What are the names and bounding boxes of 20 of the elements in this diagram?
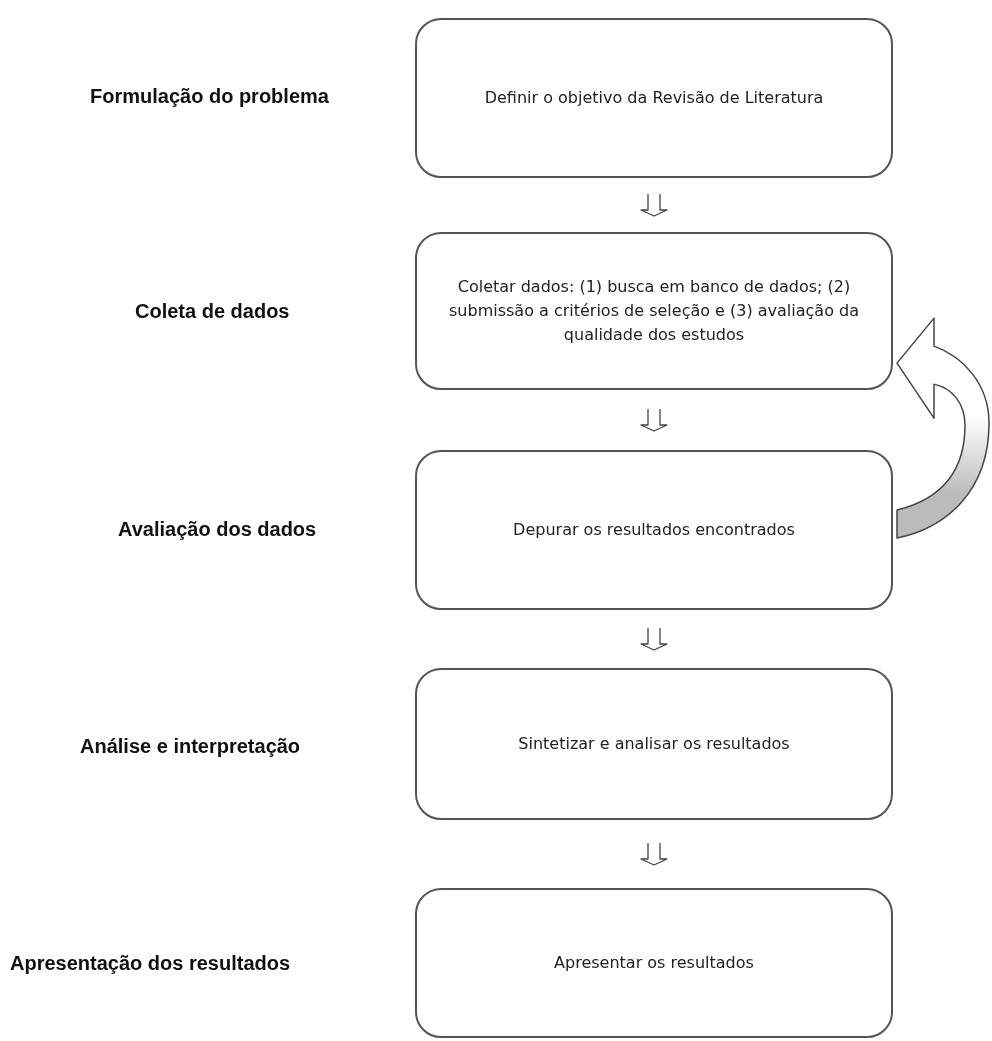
curved-block-arrow: [896, 317, 990, 539]
stage-label: Formulação do problema: [90, 85, 329, 108]
block-arrow: [640, 193, 668, 217]
block-arrow: [640, 408, 668, 432]
stage-label: Apresentação dos resultados: [10, 952, 291, 975]
step-text: Coletar dados: (1) busca em banco de dados; (2) submissão a critérios de seleção e (3) avaliação da qualidade dos estudos: [448, 276, 860, 346]
block-arrow: [640, 842, 668, 866]
step-text: Apresentar os resultados: [554, 952, 754, 974]
stage-label: Avaliação dos dados: [118, 518, 317, 541]
stage-label: Análise e interpretação: [80, 735, 301, 758]
process-box: [415, 888, 893, 1038]
process-box: [415, 450, 893, 610]
process-box: [415, 232, 893, 390]
process-box: [415, 668, 893, 820]
stage-label: Coleta de dados: [135, 300, 290, 323]
step-text: Sintetizar e analisar os resultados: [518, 733, 790, 755]
step-text: Depurar os resultados encontrados: [513, 519, 795, 541]
process-box: [415, 18, 893, 178]
step-text: Definir o objetivo da Revisão de Literatura: [484, 87, 824, 109]
block-arrow: [640, 627, 668, 651]
